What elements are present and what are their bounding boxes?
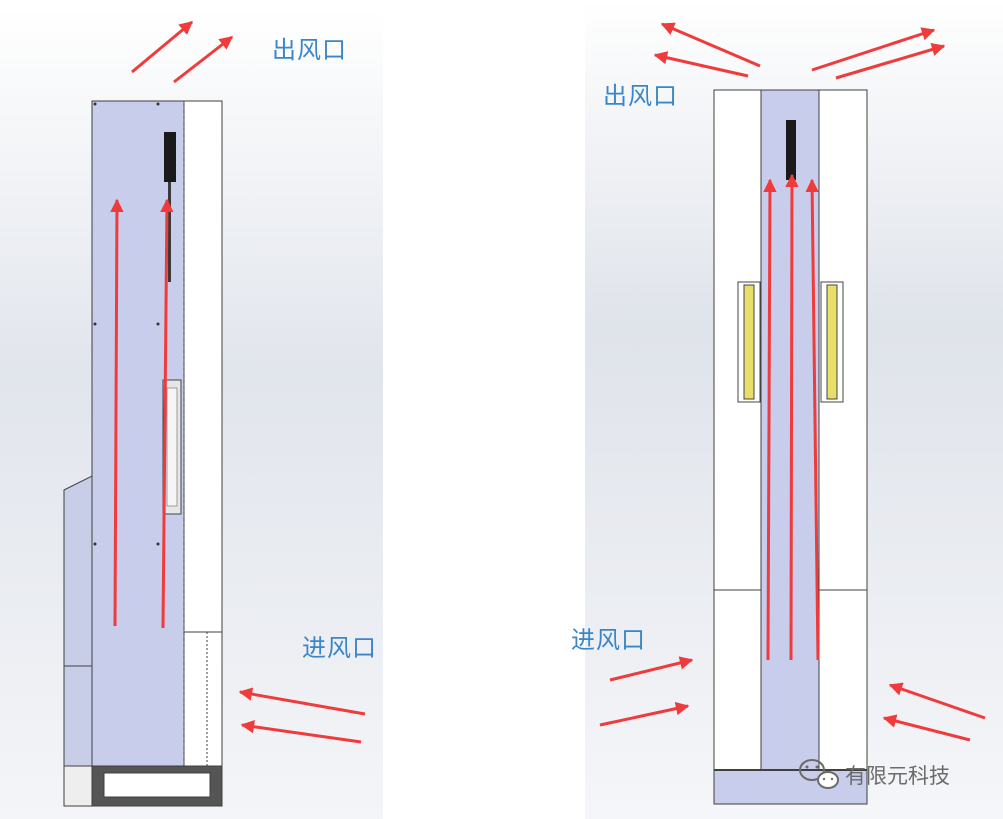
right-inlet-arrow-2 (599, 701, 690, 727)
left-duct-arrow-2 (160, 198, 174, 629)
right-airflow-arrows (599, 22, 986, 742)
watermark-text: 有限元科技 (845, 764, 950, 788)
right-duct-arrow-1 (763, 178, 777, 661)
left-base (63, 765, 93, 807)
right-outlet-arrow-4 (835, 42, 946, 80)
left-vent-strip (168, 182, 171, 282)
right-right-panel (818, 89, 868, 771)
right-inlet-arrow-1 (609, 656, 694, 682)
left-outlet-arrow-1 (131, 20, 194, 74)
right-vent-slots (786, 120, 796, 180)
left-outlet-arrow-2 (173, 35, 234, 84)
right-outlet-label: 出风口 (603, 82, 678, 110)
right-filters (737, 281, 844, 403)
right-duct-arrow-3 (805, 178, 820, 661)
left-outlet-label: 出风口 (272, 36, 347, 64)
left-front-panel (183, 100, 223, 633)
left-inlet-label: 进风口 (302, 634, 377, 662)
left-airflow-arrows (110, 20, 366, 744)
left-inlet-arrow-2 (240, 720, 362, 744)
left-inlet-arrow-1 (238, 687, 366, 716)
left-lower-front-panel (183, 631, 223, 767)
left-lower-housing (63, 475, 93, 767)
left-base-opening (103, 772, 211, 798)
right-inlet-arrow-3 (888, 682, 986, 720)
left-duct-arrow-1 (110, 198, 124, 627)
right-outlet-arrow-2 (653, 51, 749, 78)
right-outlet-arrow-1 (660, 22, 761, 68)
left-vent-slots (164, 132, 176, 182)
right-inlet-label: 进风口 (571, 626, 646, 654)
right-outlet-arrow-3 (811, 27, 936, 72)
right-left-panel (713, 89, 762, 771)
right-inlet-arrow-4 (882, 714, 971, 742)
left-unit (63, 100, 223, 807)
right-base (713, 769, 868, 805)
wechat-icon (799, 759, 839, 789)
right-duct-arrow-2 (785, 173, 799, 661)
left-screws (93, 102, 160, 546)
